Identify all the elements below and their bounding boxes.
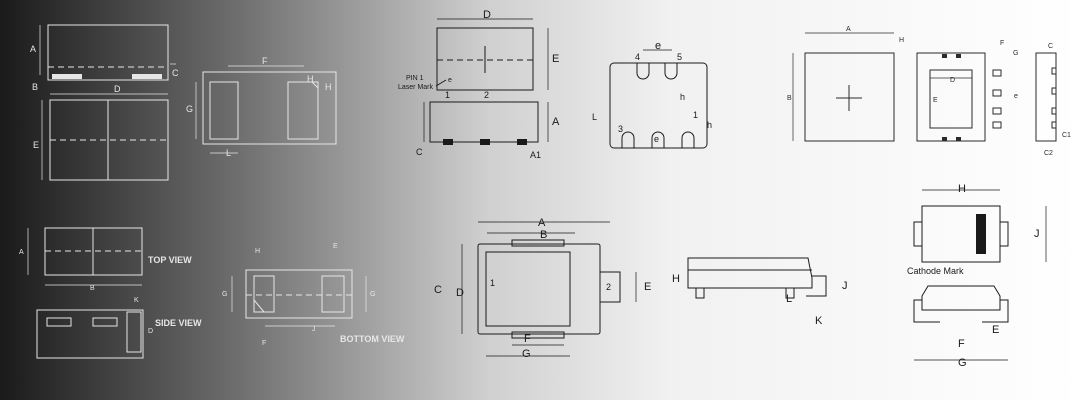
label-K-bl: K bbox=[134, 297, 139, 304]
bottom-view-label: BOTTOM VIEW bbox=[340, 334, 405, 344]
label-C2: C2 bbox=[1044, 150, 1053, 157]
label-H-qfn: H bbox=[899, 37, 904, 44]
label-C: C bbox=[172, 68, 179, 78]
label-J-side: J bbox=[842, 280, 848, 292]
drawing-pad-layout: F H H G L bbox=[186, 56, 337, 158]
label-A-sod: A bbox=[538, 217, 546, 229]
label-e-qfn: e bbox=[1014, 93, 1018, 100]
label-B: B bbox=[32, 82, 38, 92]
label-B-bl: B bbox=[90, 285, 95, 292]
label-G-bv-right: G bbox=[370, 291, 375, 298]
drawing-sod-side: H J L K bbox=[672, 257, 848, 327]
label-A1: A1 bbox=[530, 150, 541, 160]
pin-1-num: 1 bbox=[445, 90, 450, 100]
label-h-sot: h bbox=[680, 92, 685, 102]
label-H-side: H bbox=[672, 273, 680, 285]
label-A-bl: A bbox=[19, 249, 24, 256]
label-F-qfn: F bbox=[1000, 40, 1004, 47]
label-C-top: C bbox=[416, 147, 423, 157]
label-E-qfn: E bbox=[933, 97, 938, 104]
label-C1: C1 bbox=[1062, 132, 1071, 139]
label-D-bl: D bbox=[148, 328, 153, 335]
pin-2-num: 2 bbox=[484, 90, 489, 100]
label-G-sod: G bbox=[522, 348, 531, 360]
label-E-top: E bbox=[552, 53, 559, 65]
label-H-bv: H bbox=[255, 248, 260, 255]
label-E-bv: E bbox=[333, 243, 338, 250]
label-b-sot: e bbox=[654, 134, 659, 144]
label-H-side: H bbox=[325, 82, 332, 92]
label-h-sot-2: h bbox=[707, 120, 712, 130]
pin-1-sot: 1 bbox=[693, 110, 698, 120]
label-F: F bbox=[262, 56, 268, 66]
pin-4-num: 4 bbox=[635, 52, 640, 62]
label-B-sod: B bbox=[540, 229, 547, 241]
label-e-sot: e bbox=[655, 40, 661, 52]
label-L-side: L bbox=[786, 293, 792, 305]
label-J-bv: J bbox=[312, 326, 316, 333]
label-C-qfn: C bbox=[1048, 43, 1053, 50]
drawing-top-center: D E PIN 1 Laser Mark e 1 2 A C A1 bbox=[398, 9, 560, 160]
label-K-side: K bbox=[815, 315, 823, 327]
drawing-top-left: A B C D E bbox=[30, 24, 179, 181]
side-view-label: SIDE VIEW bbox=[155, 318, 202, 328]
label-L: L bbox=[226, 148, 231, 158]
drawing-sma: H J Cathode Mark E F G bbox=[907, 183, 1047, 369]
pin-5-num: 5 bbox=[677, 52, 682, 62]
label-E-sma: E bbox=[992, 324, 999, 336]
pin-3-num: 3 bbox=[618, 124, 623, 134]
pin-1-sod: 1 bbox=[490, 278, 495, 288]
label-A-qfn: A bbox=[846, 26, 851, 33]
laser-mark-label: Laser Mark bbox=[398, 84, 434, 91]
label-G-sma: G bbox=[958, 357, 967, 369]
label-D: D bbox=[114, 84, 121, 94]
label-G: G bbox=[186, 104, 193, 114]
pin-2-sod: 2 bbox=[606, 282, 611, 292]
label-G-qfn: G bbox=[1013, 50, 1018, 57]
cathode-mark-label: Cathode Mark bbox=[907, 266, 964, 276]
label-H-sma: H bbox=[958, 183, 966, 195]
label-D-sod: D bbox=[456, 287, 464, 299]
label-J-sma: J bbox=[1034, 228, 1040, 240]
pin1-label: PIN 1 bbox=[406, 75, 424, 82]
drawing-qfn: A B H D E F G e C C1 C2 bbox=[787, 26, 1071, 157]
label-E-sod: E bbox=[644, 281, 651, 293]
label-A-top: A bbox=[552, 116, 560, 128]
label-F-sod: F bbox=[524, 333, 531, 345]
label-A: A bbox=[30, 44, 36, 54]
label-F-sma: F bbox=[958, 338, 965, 350]
drawing-bottom-left: A B TOP VIEW K D SIDE VIEW bbox=[19, 227, 202, 359]
label-D-top: D bbox=[483, 9, 491, 21]
label-B-qfn: B bbox=[787, 95, 792, 102]
label-D-qfn: D bbox=[950, 77, 955, 84]
label-C-sod: C bbox=[434, 284, 442, 296]
label-e-top: e bbox=[448, 77, 452, 84]
label-F-bv: F bbox=[262, 340, 266, 347]
label-H: H bbox=[307, 74, 314, 84]
label-L-sot: L bbox=[592, 112, 597, 122]
drawing-bottom-view: H E G G J F BOTTOM VIEW bbox=[222, 243, 405, 347]
drawing-sod-top: A B 1 2 C D E F G bbox=[434, 217, 651, 360]
label-G-bv: G bbox=[222, 291, 227, 298]
label-E: E bbox=[33, 140, 39, 150]
top-view-label: TOP VIEW bbox=[148, 255, 192, 265]
drawing-sot-pads: e 4 5 3 1 h L e h bbox=[592, 40, 712, 149]
